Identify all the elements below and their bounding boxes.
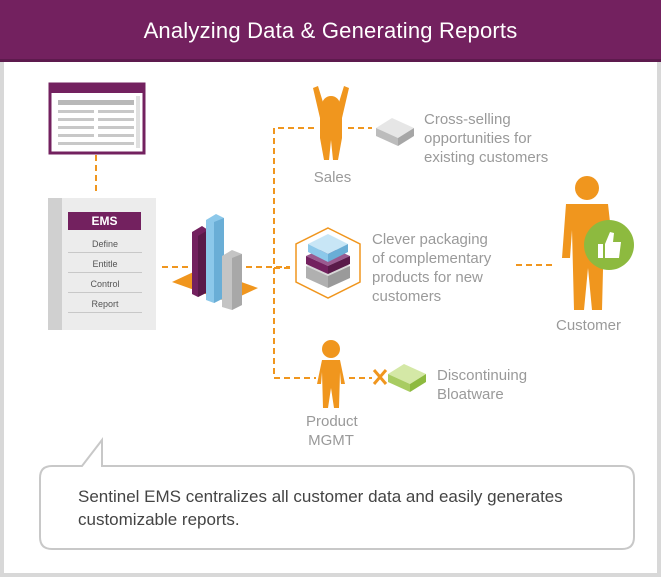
ems-item-control: Control	[68, 276, 142, 293]
customer-label: Customer	[556, 317, 622, 334]
ems-title: EMS	[68, 212, 141, 230]
cross-selling-label: Cross-selling opportunities for existing…	[424, 111, 549, 166]
gray-box-icon	[376, 118, 414, 146]
page-title-text: Analyzing Data & Generating Reports	[143, 18, 518, 43]
ems-item-report: Report	[68, 296, 142, 313]
product-mgmt-label: Product MGMT	[306, 413, 358, 449]
connector-lines	[95, 127, 556, 379]
packaging-label: Clever packaging of complementary produc…	[372, 231, 492, 305]
ems-item-entitle: Entitle	[68, 256, 142, 273]
ems-item-define: Define	[68, 236, 142, 253]
page-title: Analyzing Data & Generating Reports	[0, 0, 661, 62]
discontinue-x-icon	[372, 369, 388, 385]
thumbs-up-icon	[584, 220, 634, 270]
speech-bubble	[39, 437, 635, 550]
product-mgmt-person-icon	[317, 340, 345, 408]
sales-person-icon	[313, 86, 349, 160]
footer-caption: Sentinel EMS centralizes all customer da…	[78, 487, 563, 529]
bar-chart-icon	[172, 214, 258, 310]
report-document-icon	[48, 82, 146, 155]
sales-label: Sales	[313, 169, 352, 186]
green-box-icon	[388, 364, 426, 392]
packaging-icon	[295, 227, 361, 299]
discontinuing-label: Discontinuing Bloatware	[437, 367, 528, 403]
